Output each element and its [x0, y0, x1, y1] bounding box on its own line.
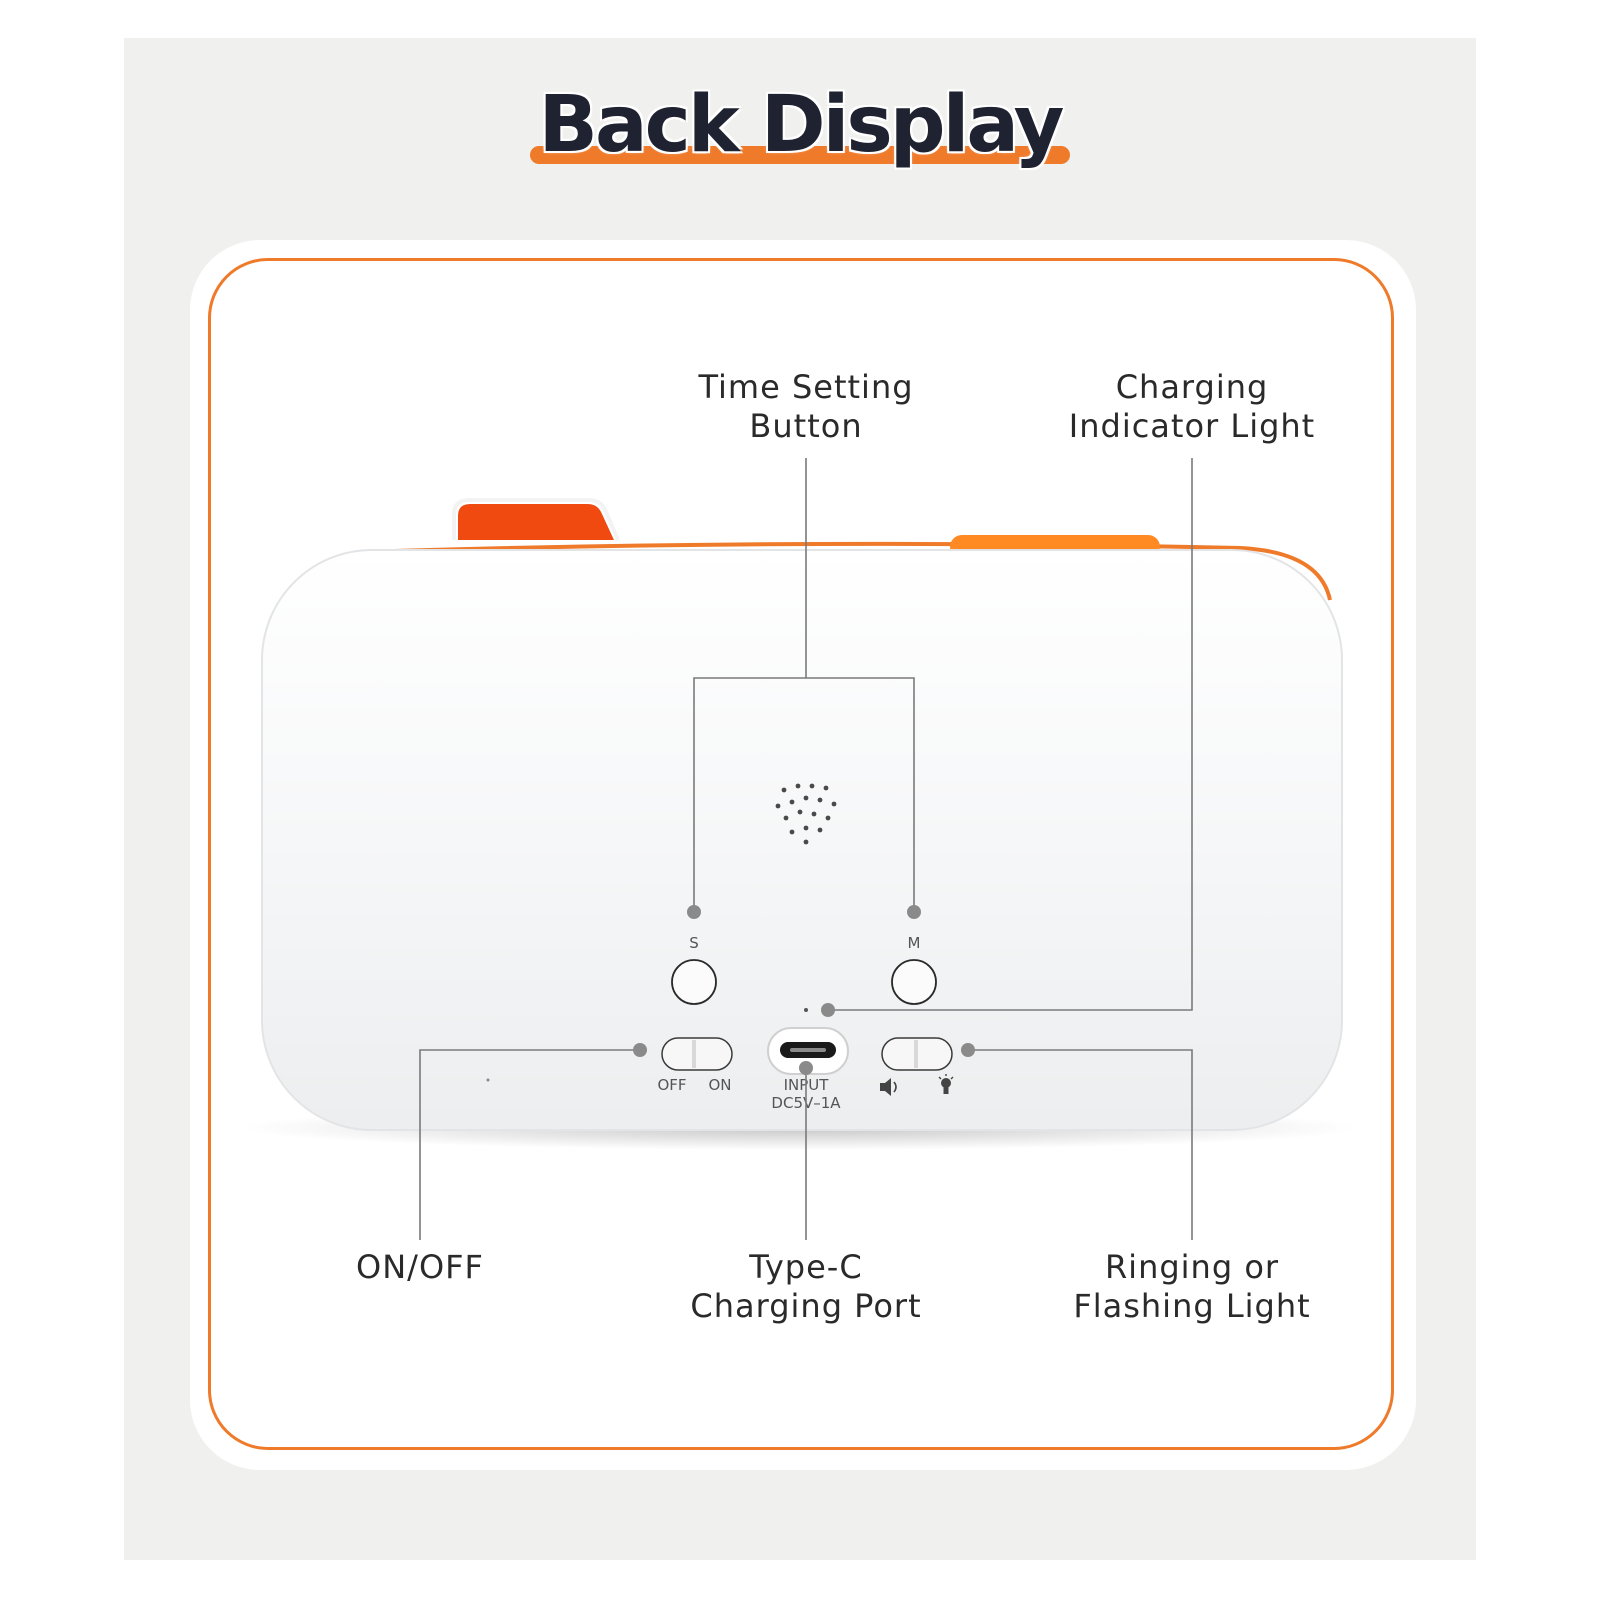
callout-type-c-line1: Type-C	[749, 1248, 863, 1286]
on-label: ON	[708, 1076, 731, 1094]
s-button	[671, 959, 717, 1005]
callout-time-setting: Time Setting Button	[640, 368, 972, 446]
m-button	[891, 959, 937, 1005]
power-switch	[661, 1037, 733, 1071]
callout-on-off-line1: ON/OFF	[356, 1248, 484, 1286]
callout-charging-indicator-line1: Charging	[1115, 368, 1269, 406]
leader-lines	[419, 458, 1193, 1240]
callout-ringing-line1: Ringing or	[1104, 1248, 1280, 1286]
callout-time-setting-line1: Time Setting	[698, 368, 914, 406]
callout-charging-indicator: Charging Indicator Light	[1040, 368, 1344, 446]
leader-ringing	[968, 1049, 1193, 1240]
s-button-label: S	[689, 934, 699, 952]
callout-charging-indicator-line2: Indicator Light	[1068, 407, 1316, 445]
leader-on-off	[419, 1049, 638, 1240]
page-title: Back Display	[538, 80, 1065, 170]
left-top-tab-highlight	[452, 498, 620, 541]
callout-type-c-line2: Charging Port	[690, 1287, 922, 1325]
diagram-card-border	[208, 258, 1394, 1450]
callout-ringing: Ringing or Flashing Light	[1040, 1248, 1344, 1326]
device-body	[262, 550, 1342, 1130]
speaker-grille	[775, 783, 837, 845]
charging-led	[804, 1008, 808, 1012]
off-label: OFF	[657, 1076, 686, 1094]
m-button-label: M	[908, 934, 921, 952]
leader-dots	[633, 905, 975, 1075]
callout-on-off: ON/OFF	[310, 1248, 530, 1287]
bulb-icon	[938, 1074, 954, 1094]
title-underline	[530, 146, 1070, 164]
callout-ringing-line2: Flashing Light	[1073, 1287, 1311, 1325]
left-top-tab	[458, 504, 614, 540]
callout-type-c: Type-C Charging Port	[640, 1248, 972, 1326]
callout-time-setting-line2: Button	[749, 407, 863, 445]
leader-charging-indicator	[830, 458, 1193, 1011]
speaker-icon	[880, 1078, 897, 1096]
